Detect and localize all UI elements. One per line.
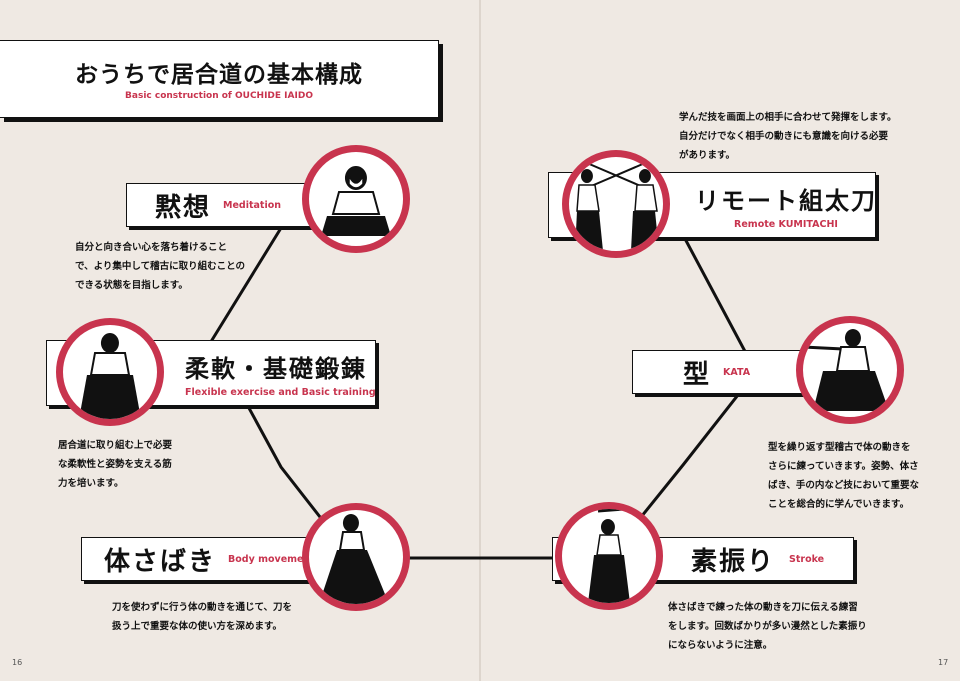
stroke-title-en: Stroke	[789, 553, 825, 565]
kata-desc-line: ばき、手の内など技において重要な	[768, 480, 920, 491]
remote-desc-line: 学んだ技を画面上の相手に合わせて発揮をします。	[679, 112, 897, 123]
seated-figure-icon	[321, 166, 391, 236]
stroke-desc-line: 体さばきで練った体の動きを刀に伝える練習	[668, 602, 858, 613]
meditation-title-jp: 黙想	[155, 192, 212, 223]
remote-desc-line: 自分だけでなく相手の動きにも意識を向ける必要	[679, 131, 889, 142]
kneeling-sword-figure-icon	[803, 329, 889, 411]
body-desc-line: 刀を使わずに行う体の動きを通じて、刀を	[112, 602, 293, 613]
flex-title-jp: 柔軟・基礎鍛錬	[185, 353, 367, 383]
page-subtitle: Basic construction of OUCHIDE IAIDO	[125, 91, 313, 101]
flex-illustration	[56, 318, 164, 426]
stroke-title-jp: 素振り	[691, 546, 776, 577]
kata-title-jp: 型	[683, 359, 712, 390]
kata-desc-line: 型を繰り返す型稽古で体の動きを	[768, 442, 911, 453]
stepping-figure-icon	[319, 514, 389, 604]
page-gutter	[479, 0, 481, 681]
kata-desc-line: ことを総合的に学んでいきます。	[768, 499, 910, 510]
page-title: おうちで居合道の基本構成	[75, 62, 363, 88]
title-box: おうちで居合道の基本構成 Basic construction of OUCHI…	[0, 40, 439, 118]
flex-desc-line: な柔軟性と姿勢を支える筋	[58, 459, 172, 470]
kata-illustration	[796, 316, 904, 424]
meditation-illustration	[302, 145, 410, 253]
stroke-desc-line: にならないように注意。	[668, 640, 773, 651]
flex-description: 居合道に取り組む上で必要 な柔軟性と姿勢を支える筋 力を培います。	[58, 436, 188, 493]
stroke-description: 体さばきで練った体の動きを刀に伝える練習 をします。回数ばかりが多い漫然とした素…	[668, 598, 898, 655]
meditation-title-en: Meditation	[223, 199, 282, 211]
body-title-en: Body movement	[228, 553, 315, 565]
remote-illustration	[562, 150, 670, 258]
overhead-swing-figure-icon	[588, 509, 630, 603]
body-title-jp: 体さばき	[104, 546, 217, 577]
standing-figure-icon	[79, 333, 141, 419]
kata-desc-line: さらに練っていきます。姿勢、体さ	[768, 461, 919, 472]
body-label: 体さばき Body movement	[81, 537, 321, 581]
meditation-desc-line: 自分と向き合い心を落ち着けること	[75, 242, 228, 253]
stroke-desc-line: をします。回数ばかりが多い漫然とした素振り	[668, 621, 867, 632]
page-number-left: 16	[12, 658, 23, 667]
meditation-desc-line: できる状態を目指します。	[75, 280, 188, 291]
flex-title-en: Flexible exercise and Basic training	[185, 386, 376, 398]
remote-desc-line: があります。	[679, 150, 736, 161]
body-desc-line: 扱う上で重要な体の使い方を深めます。	[112, 621, 283, 632]
meditation-desc-line: で、より集中して稽古に取り組むことの	[75, 261, 246, 272]
flex-desc-line: 力を培います。	[58, 478, 124, 489]
body-description: 刀を使わずに行う体の動きを通じて、刀を 扱う上で重要な体の使い方を深めます。	[112, 598, 312, 636]
remote-description: 学んだ技を画面上の相手に合わせて発揮をします。 自分だけでなく相手の動きにも意識…	[679, 108, 909, 165]
kata-description: 型を繰り返す型稽古で体の動きを さらに練っていきます。姿勢、体さ ばき、手の内な…	[768, 438, 928, 514]
stroke-illustration	[555, 502, 663, 610]
remote-title-jp: リモート組太刀	[695, 185, 877, 215]
meditation-description: 自分と向き合い心を落ち着けること で、より集中して稽古に取り組むことの できる状…	[75, 238, 275, 295]
page-number-right: 17	[938, 658, 949, 667]
body-illustration	[302, 503, 410, 611]
kata-title-en: KATA	[723, 366, 751, 378]
remote-title-en: Remote KUMITACHI	[734, 218, 838, 230]
flex-desc-line: 居合道に取り組む上で必要	[58, 440, 173, 451]
sword-duel-icon	[575, 162, 659, 251]
meditation-label: 黙想 Meditation	[126, 183, 328, 227]
